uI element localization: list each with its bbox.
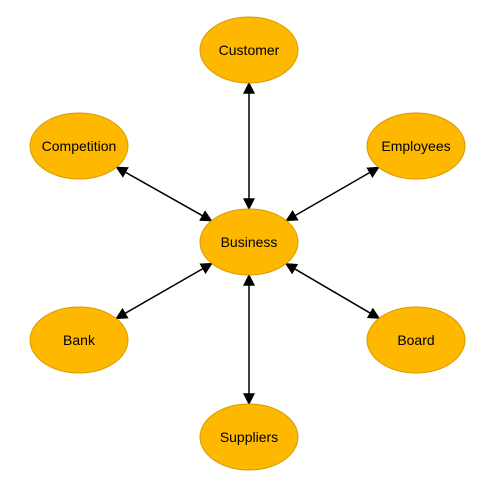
edge-business-employees xyxy=(285,166,380,222)
node-label-board: Board xyxy=(397,332,434,348)
node-customer: Customer xyxy=(199,16,299,84)
node-competition: Competition xyxy=(29,112,129,180)
node-shape-board xyxy=(366,306,466,374)
node-shape-suppliers xyxy=(199,403,299,471)
node-label-employees: Employees xyxy=(381,138,450,154)
edge-business-competition xyxy=(115,166,213,222)
node-bank: Bank xyxy=(29,306,129,374)
node-business: Business xyxy=(199,208,299,276)
node-shape-competition xyxy=(29,112,129,180)
node-label-competition: Competition xyxy=(42,138,117,154)
node-shape-customer xyxy=(199,16,299,84)
edge-business-board xyxy=(284,263,381,319)
edge-business-bank xyxy=(115,262,213,320)
node-label-business: Business xyxy=(221,234,278,250)
node-label-suppliers: Suppliers xyxy=(220,429,278,445)
node-suppliers: Suppliers xyxy=(199,403,299,471)
node-board: Board xyxy=(366,306,466,374)
node-label-bank: Bank xyxy=(63,332,96,348)
node-employees: Employees xyxy=(366,112,466,180)
node-shape-business xyxy=(199,208,299,276)
node-label-customer: Customer xyxy=(219,42,280,58)
node-shape-employees xyxy=(366,112,466,180)
node-shape-bank xyxy=(29,306,129,374)
edges-layer xyxy=(115,81,381,406)
